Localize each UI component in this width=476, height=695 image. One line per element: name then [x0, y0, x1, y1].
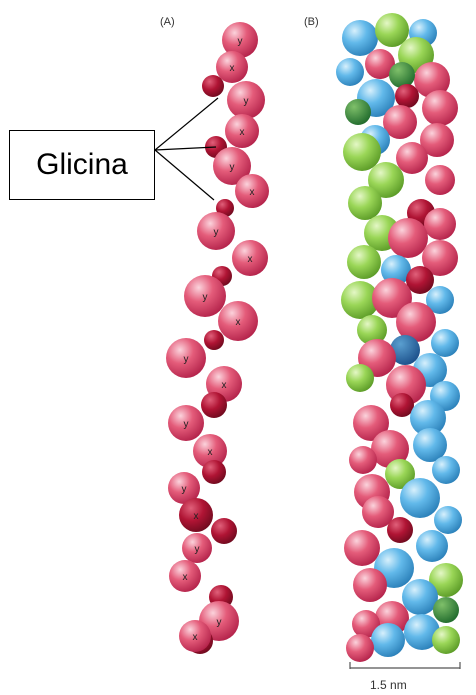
residue-label: x — [208, 447, 213, 458]
triple-helix-bead — [431, 329, 459, 357]
residue-bead: x — [218, 301, 258, 341]
residue-label: y — [184, 419, 189, 430]
triple-helix-bead — [336, 58, 364, 86]
triple-helix-bead — [434, 506, 462, 534]
triple-helix-bead — [346, 634, 374, 662]
triple-helix-bead — [390, 393, 414, 417]
single-strand-helix: y x y x y x y x y x y x y x y x y x y x — [166, 22, 269, 654]
residue-label: y — [203, 292, 208, 303]
triple-helix-bead — [388, 218, 428, 258]
triple-helix-bead — [387, 517, 413, 543]
residue-bead — [204, 330, 224, 350]
residue-bead — [202, 75, 224, 97]
triple-helix-bead — [422, 90, 458, 126]
residue-label: y — [217, 617, 222, 628]
triple-helix-bead — [402, 579, 438, 615]
triple-helix-bead — [432, 626, 460, 654]
triple-helix-bead — [349, 446, 377, 474]
residue-bead: x — [179, 620, 211, 652]
triple-helix-bead — [433, 597, 459, 623]
residue-bead: y — [182, 533, 212, 563]
residue-label: y — [182, 484, 187, 495]
panel-a-label: (A) — [160, 16, 175, 28]
residue-bead: x — [169, 560, 201, 592]
residue-bead: x — [225, 114, 259, 148]
triple-helix-bead — [400, 478, 440, 518]
residue-label: y — [230, 162, 235, 173]
triple-helix-bead — [396, 142, 428, 174]
triple-helix-bead — [371, 623, 405, 657]
residue-bead: x — [179, 498, 213, 532]
glycine-callout: Glicina — [9, 130, 155, 200]
residue-label: x — [250, 187, 255, 198]
residue-bead: x — [232, 240, 268, 276]
triple-helix-bead — [389, 62, 415, 88]
residue-label: y — [244, 96, 249, 107]
residue-label: x — [248, 254, 253, 265]
residue-bead — [202, 460, 226, 484]
residue-bead — [211, 518, 237, 544]
residue-bead: y — [227, 81, 265, 119]
triple-helix-bead — [432, 456, 460, 484]
triple-helix-bead — [416, 530, 448, 562]
residue-label: y — [195, 544, 200, 555]
residue-bead: y — [184, 275, 226, 317]
residue-label: x — [230, 63, 235, 74]
triple-helix-bead — [346, 364, 374, 392]
triple-helix-bead — [343, 133, 381, 171]
triple-helix-bead — [345, 99, 371, 125]
residue-bead: y — [168, 405, 204, 441]
triple-helix-bead — [342, 20, 378, 56]
residue-label: x — [194, 511, 199, 522]
triple-helix-bead — [395, 84, 419, 108]
triple-helix-bead — [344, 530, 380, 566]
triple-helix-bead — [348, 186, 382, 220]
residue-label: y — [184, 354, 189, 365]
residue-label: x — [183, 572, 188, 583]
residue-bead: x — [216, 51, 248, 83]
residue-bead: y — [166, 338, 206, 378]
triple-helix-bead — [424, 208, 456, 240]
residue-label: x — [236, 317, 241, 328]
triple-helix-bead — [425, 165, 455, 195]
residue-label: y — [214, 227, 219, 238]
residue-bead — [201, 392, 227, 418]
triple-helix-bead — [353, 568, 387, 602]
residue-label: x — [222, 380, 227, 391]
panel-b-label: (B) — [304, 16, 319, 28]
scale-bar — [350, 662, 460, 669]
residue-label: x — [240, 127, 245, 138]
scale-bar-label: 1.5 nm — [370, 678, 407, 692]
triple-helix — [336, 13, 463, 662]
residue-bead: y — [197, 212, 235, 250]
residue-label: x — [193, 632, 198, 643]
residue-label: y — [238, 36, 243, 47]
triple-helix-bead — [347, 245, 381, 279]
residue-bead: x — [235, 174, 269, 208]
